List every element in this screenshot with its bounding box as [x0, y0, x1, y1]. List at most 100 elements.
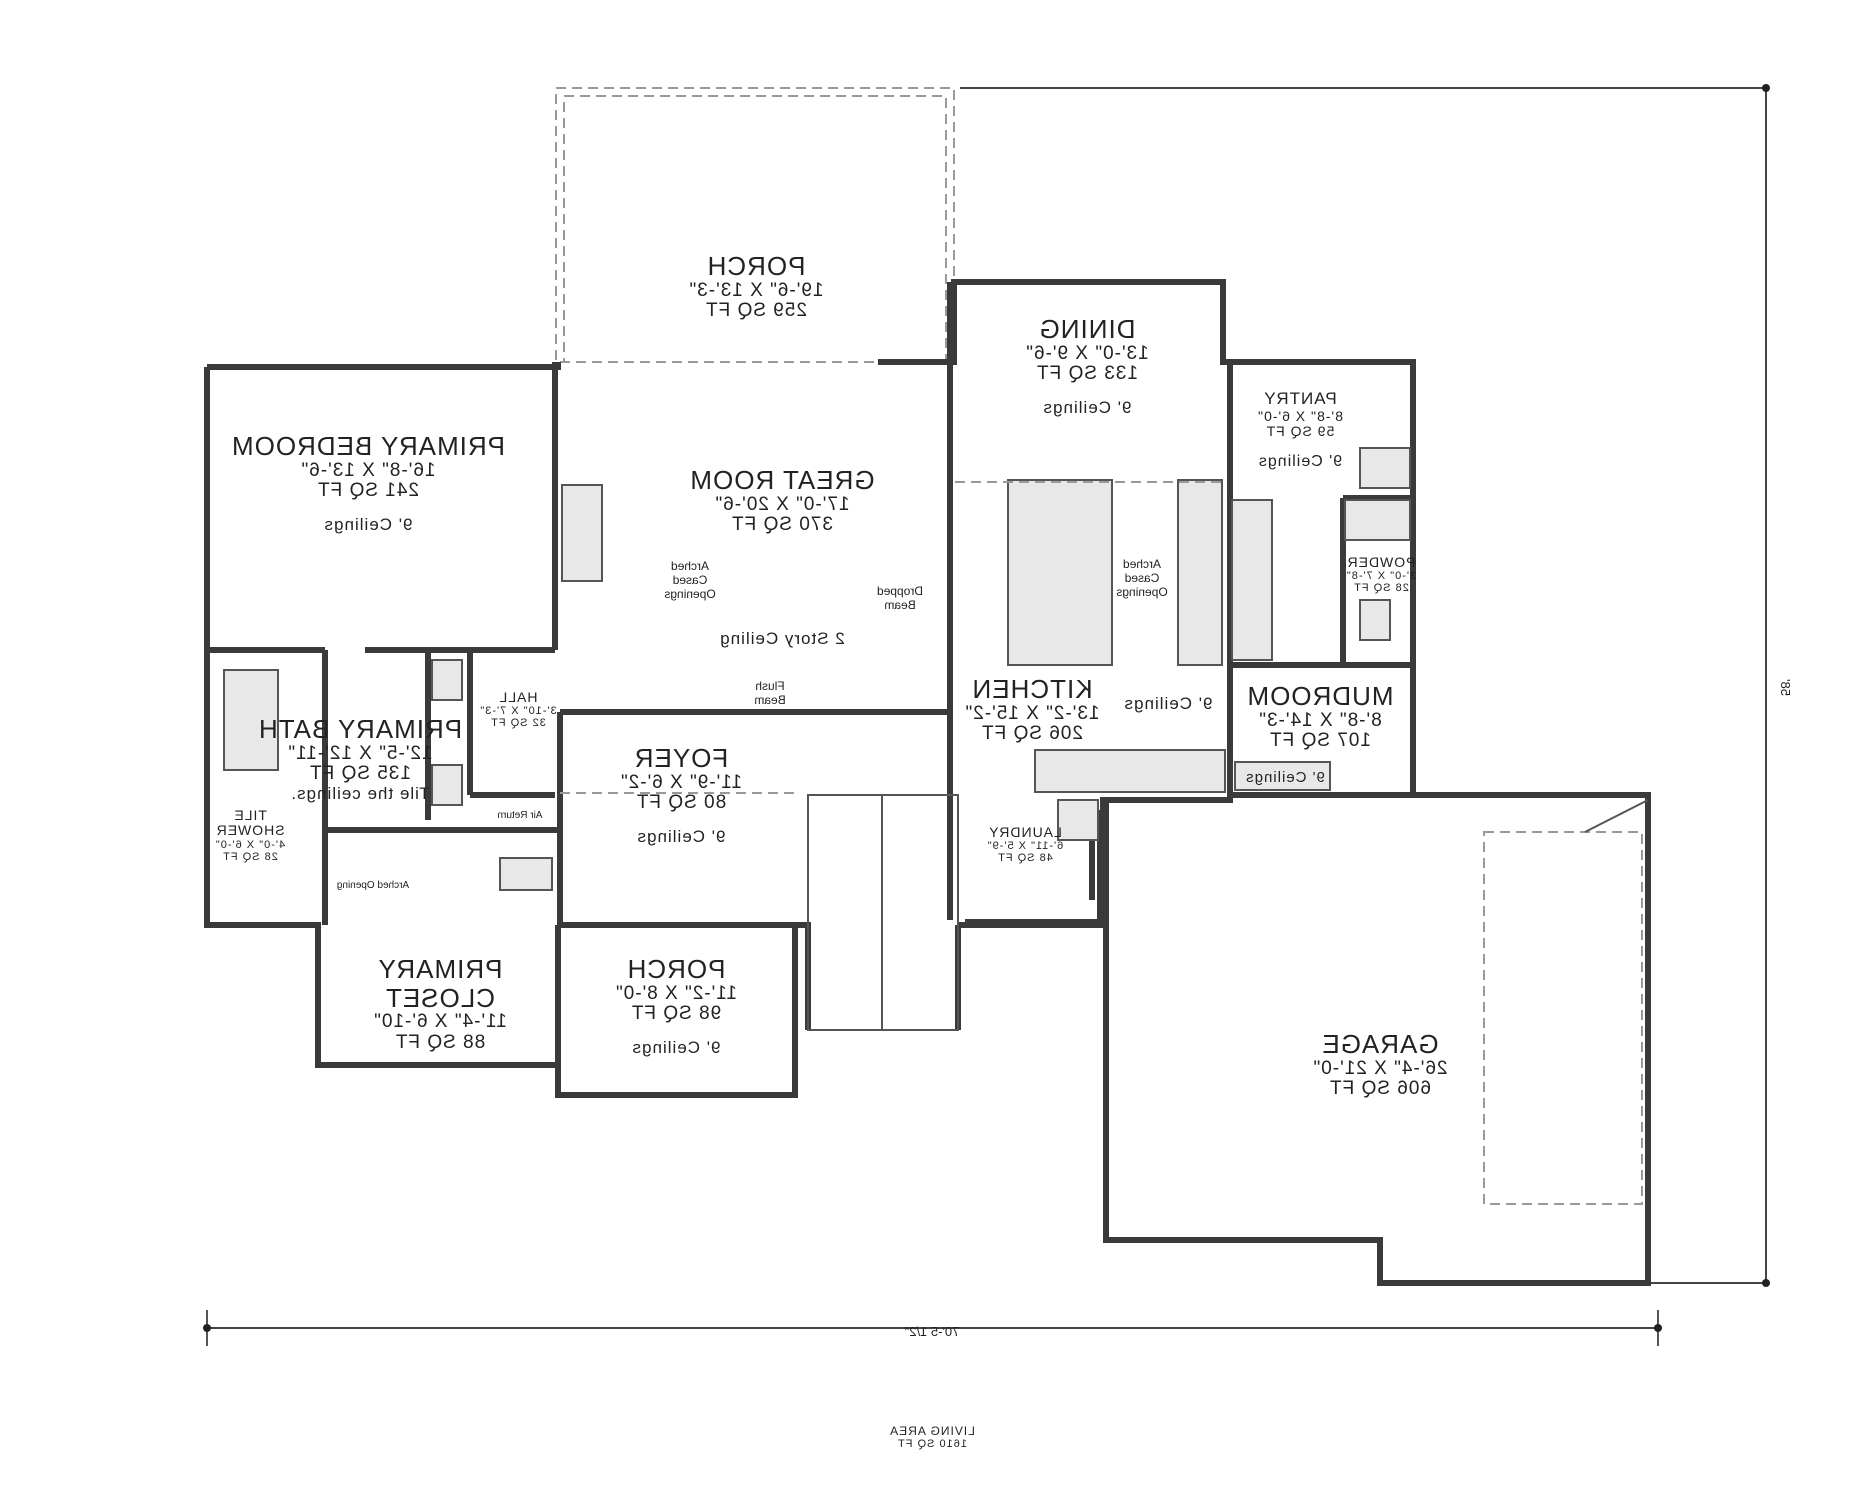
room-great-room: GREAT ROOM 17'-0" X 20'-6" 370 SQ FT [689, 465, 875, 536]
room-name: PORCH [626, 954, 726, 984]
sink-icon [431, 764, 463, 806]
room-name: LAUNDRY [988, 824, 1062, 840]
room-ceiling: Tile the ceilings. [290, 784, 430, 804]
room-name: PRIMARY BATH [257, 714, 463, 744]
room-area: 28 SQ FT [222, 850, 278, 863]
living-area-label: LIVING AREA [889, 1424, 975, 1438]
room-ceiling: 9' Ceilings [636, 827, 726, 847]
room-name: DINING [1038, 314, 1136, 344]
room-pantry: PANTRY 8'-8" X 6'-0" 59 SQ FT 9' Ceiling… [1257, 389, 1343, 471]
room-dims: 3'-0" X 7'-8" [1345, 570, 1417, 583]
note-arched-opening: Arched Opening [336, 880, 410, 891]
room-name: GREAT ROOM [689, 465, 875, 495]
room-foyer: FOYER 11'-9" X 6'-2" 80 SQ FT 9' Ceiling… [619, 743, 743, 847]
counter-icon [1231, 499, 1273, 661]
room-dims: 13'-0" X 9'-6" [1025, 342, 1149, 364]
room-dims: 8'-8" X 6'-0" [1257, 407, 1343, 424]
room-area: 135 SQ FT [309, 763, 411, 785]
kitchen-island-icon [1007, 479, 1113, 666]
room-porch-rear: PORCH 19'-6" X 13'-3" 259 SQ FT [688, 251, 824, 322]
room-name: PORCH [706, 251, 806, 281]
room-dims: 11'-9" X 6'-2" [619, 771, 743, 793]
note-arched-cased-openings: Arched Cased Openings [664, 559, 716, 601]
room-area: 28 SQ FT [1353, 582, 1409, 595]
room-dims: 16'-8" X 13'-6" [300, 459, 436, 481]
room-ceiling: 9' Ceilings [1042, 398, 1132, 418]
room-porch-front: PORCH 11'-2" X 8'-0" 98 SQ FT 9' Ceiling… [615, 954, 737, 1058]
room-area: 241 SQ FT [317, 480, 419, 502]
mudroom-ceiling: 9' Ceilings [1245, 769, 1325, 786]
garage-features [1483, 799, 1649, 1205]
rear-porch-outline [555, 87, 955, 363]
room-kitchen: KITCHEN 13'-2" X 15'-2" 206 SQ FT [964, 674, 1100, 745]
overall-depth-label: 58' [1777, 678, 1793, 696]
room-area: 48 SQ FT [997, 852, 1053, 865]
living-area-summary: LIVING AREA 1610 SQ FT [889, 1424, 975, 1451]
washer-icon [1057, 799, 1099, 841]
note-dropped-beam: Dropped Beam [876, 584, 924, 612]
powder-toilet-icon [1359, 599, 1391, 641]
room-name: FOYER [633, 743, 729, 773]
room-garage: GARAGE 26'-4" X 21'-0" 606 SQ FT [1312, 1029, 1448, 1100]
room-powder: POWDER 3'-0" X 7'-8" 28 SQ FT [1345, 554, 1417, 595]
room-dims: 11'-4" X 6'-10" [373, 1011, 507, 1033]
great-room-ceiling: 2 Story Ceiling [719, 629, 845, 648]
pantry-shelf-icon [1359, 447, 1411, 489]
room-area: 88 SQ FT [394, 1032, 486, 1054]
room-name: MUDROOM [1246, 681, 1394, 711]
room-hall: HALL 3'-10" X 7'-3" 32 SQ FT [479, 689, 557, 730]
room-ceiling: 9' Ceilings [1257, 453, 1343, 471]
room-area: 80 SQ FT [635, 792, 727, 814]
room-dims: 3'-10" X 7'-3" [479, 705, 557, 718]
room-name: PANTRY [1263, 389, 1337, 408]
room-primary-bedroom: PRIMARY BEDROOM 16'-8" X 13'-6" 241 SQ F… [230, 431, 506, 535]
bathtub-icon [223, 669, 279, 771]
room-dims: 4'-0" X 6'-0" [214, 838, 286, 851]
living-area-value: 1610 SQ FT [897, 1438, 967, 1451]
powder-sink-icon [1344, 499, 1411, 541]
room-name: POWDER [1346, 554, 1416, 570]
sink-icon [431, 659, 463, 701]
room-area: 133 SQ FT [1036, 363, 1138, 385]
mudroom-bench-icon [1234, 761, 1331, 791]
room-area: 259 SQ FT [705, 300, 807, 322]
room-name: PRIMARY BEDROOM [230, 431, 506, 461]
room-dims: 12'-5" X 12'-11" [287, 742, 433, 764]
fireplace-icon [561, 484, 603, 582]
room-name: PRIMARY CLOSET [377, 954, 503, 1013]
note-flush-beam: Flush Beam [754, 679, 786, 707]
room-dims: 19'-6" X 13'-3" [688, 279, 824, 301]
stairs [807, 794, 959, 1031]
room-mudroom: MUDROOM 8'-8" X 14'-3" 107 SQ FT [1246, 681, 1394, 752]
room-area: 59 SQ FT [1265, 423, 1335, 440]
room-dims: 26'-4" X 21'-0" [1312, 1057, 1448, 1079]
room-area: 606 SQ FT [1329, 1078, 1431, 1100]
room-laundry: LAUNDRY 6'-11" X 5'-9" 48 SQ FT [986, 824, 1064, 865]
counter-icon [1034, 749, 1226, 793]
room-name: KITCHEN [971, 674, 1093, 704]
fixtures [223, 447, 1411, 891]
room-dining: DINING 13'-0" X 9'-6" 133 SQ FT 9' Ceili… [1025, 314, 1149, 418]
toilet-icon [499, 857, 553, 891]
room-name: HALL [498, 689, 538, 705]
room-area: 98 SQ FT [630, 1003, 722, 1025]
kitchen-ceiling: 9' Ceilings [1123, 694, 1213, 713]
room-area: 32 SQ FT [490, 717, 546, 730]
room-primary-bath: PRIMARY BATH 12'-5" X 12'-11" 135 SQ FT … [257, 714, 463, 804]
room-dims: 17'-0" X 20'-6" [714, 493, 850, 515]
note-arched-cased-openings: Arched Cased Openings [1116, 557, 1168, 599]
room-primary-closet: PRIMARY CLOSET 11'-4" X 6'-10" 88 SQ FT [365, 954, 515, 1054]
note-air-return: Air Return [497, 810, 543, 821]
room-dims: 6'-11" X 5'-9" [986, 840, 1064, 853]
room-ceiling: 9' Ceilings [631, 1038, 721, 1058]
room-ceiling: 9' Ceilings [323, 515, 413, 535]
room-dims: 13'-2" X 15'-2" [964, 702, 1100, 724]
room-name: TILE SHOWER [215, 807, 285, 839]
room-name: GARAGE [1321, 1029, 1439, 1059]
range-icon [1177, 479, 1223, 666]
room-tile-shower: TILE SHOWER 4'-0" X 6'-0" 28 SQ FT [214, 807, 286, 863]
overall-width-label: 70'-5 1/2" [904, 1324, 960, 1339]
beam-lines [560, 481, 1225, 794]
room-area: 370 SQ FT [731, 514, 833, 536]
